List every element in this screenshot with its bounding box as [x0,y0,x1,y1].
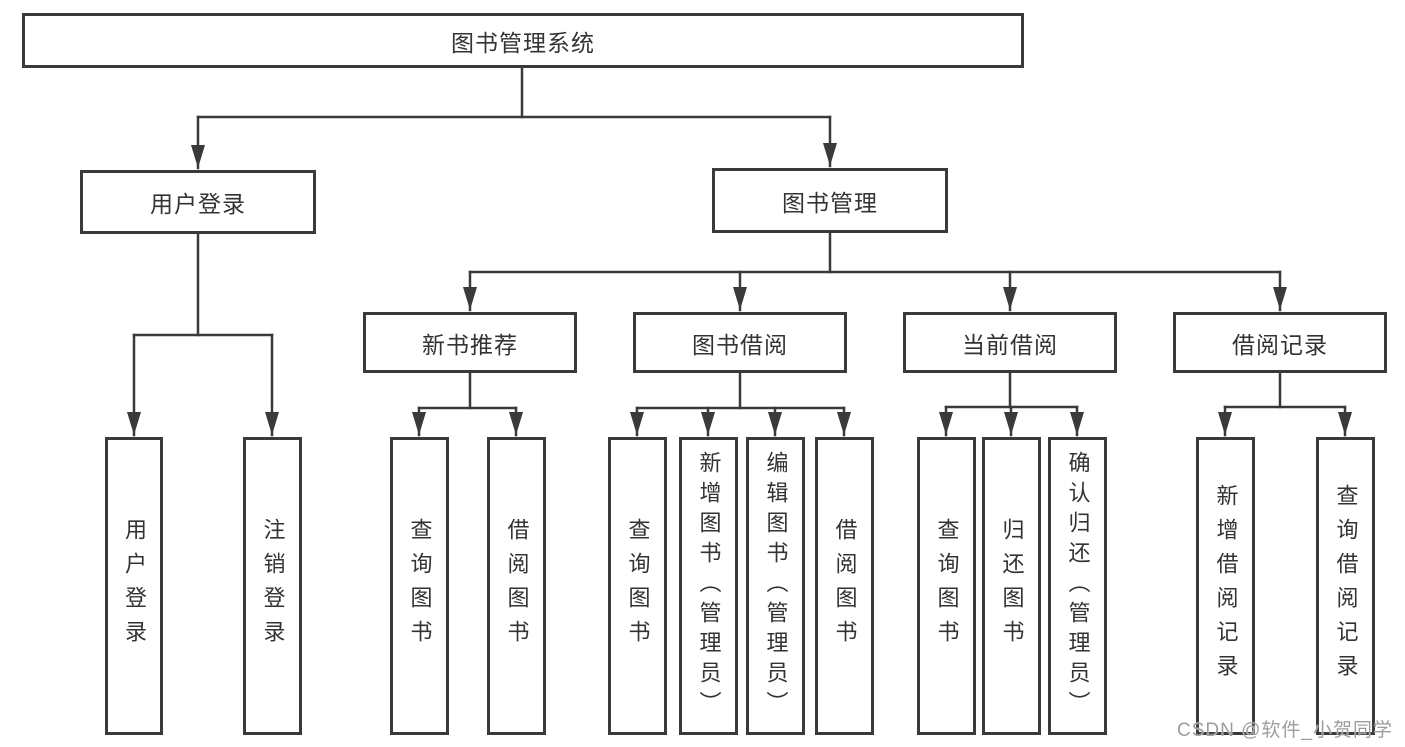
leaf-return-books: 归还图书 [982,437,1041,735]
leaf-label: 查询图书 [407,518,433,654]
leaf-label: 新增借阅记录 [1213,484,1239,688]
leaf-confirm-return-admin: 确认归还（管理员） [1048,437,1107,735]
node-book-management-branch: 图书管理 [712,168,948,233]
leaf-label: 归还图书 [999,518,1025,654]
leaf-add-books-admin: 新增图书（管理员） [679,437,738,735]
leaf-label: 借阅图书 [504,518,530,654]
node-current-borrow: 当前借阅 [903,312,1117,373]
leaf-label: 借阅图书 [832,518,858,654]
csdn-watermark: CSDN @软件_小贺同学 [1177,720,1393,741]
leaf-label: 查询借阅记录 [1333,484,1359,688]
leaf-borrow-books: 借阅图书 [815,437,874,735]
leaf-edit-books-admin: 编辑图书（管理员） [746,437,805,735]
leaf-query-books: 查询图书 [608,437,667,735]
node-system-root: 图书管理系统 [22,13,1024,68]
leaf-label: 查询图书 [934,518,960,654]
leaf-label: 确认归还（管理员） [1065,451,1091,721]
leaf-borrow-books: 借阅图书 [487,437,546,735]
leaf-label: 注销登录 [260,518,286,654]
leaf-label: 新增图书（管理员） [696,451,722,721]
leaf-logout: 注销登录 [243,437,302,735]
leaf-query-books: 查询图书 [390,437,449,735]
leaf-query-books: 查询图书 [917,437,976,735]
node-borrow-records: 借阅记录 [1173,312,1387,373]
leaf-user-login: 用户登录 [105,437,163,735]
node-new-book-recommend: 新书推荐 [363,312,577,373]
leaf-label: 查询图书 [625,518,651,654]
node-user-login-branch: 用户登录 [80,170,316,234]
node-book-borrow: 图书借阅 [633,312,847,373]
leaf-label: 用户登录 [122,518,147,654]
leaf-query-borrow-record: 查询借阅记录 [1316,437,1375,735]
leaf-label: 编辑图书（管理员） [763,451,789,721]
leaf-add-borrow-record: 新增借阅记录 [1196,437,1255,735]
